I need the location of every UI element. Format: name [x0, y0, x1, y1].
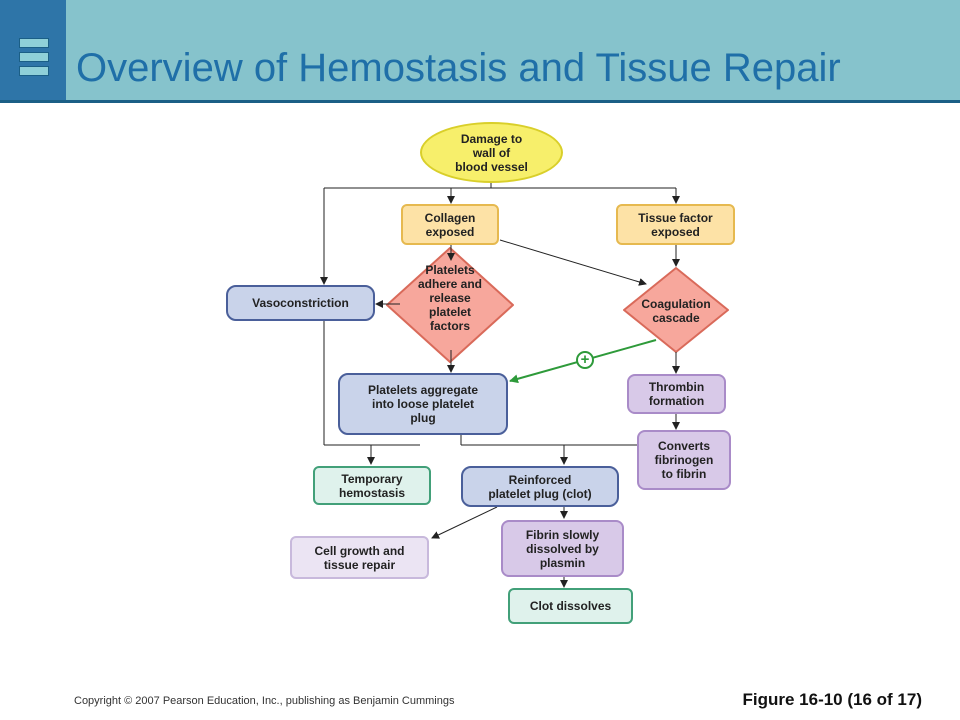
connector-collagen-to-coagulation	[499, 239, 647, 286]
collagen-node: Collagen exposed	[401, 204, 499, 245]
slide-title: Overview of Hemostasis and Tissue Repair	[76, 46, 841, 90]
tissue-factor-node: Tissue factor exposed	[616, 204, 735, 245]
reinforced-node: Reinforced platelet plug (clot)	[461, 466, 619, 507]
stack-icon	[19, 38, 49, 84]
converts-node: Converts fibrinogen to fibrin	[637, 430, 731, 490]
fibrin-dissolved-node: Fibrin slowly dissolved by plasmin	[501, 520, 624, 577]
platelets-aggregate-node: Platelets aggregate into loose platelet …	[338, 373, 508, 435]
vasoconstriction-node: Vasoconstriction	[226, 285, 375, 321]
coagulation-label: Coagulation cascade	[641, 297, 711, 325]
clot-dissolves-node: Clot dissolves	[508, 588, 633, 624]
platelets-adhere-label: Platelets adhere and release platelet fa…	[417, 263, 483, 333]
damage-node: Damage to wall of blood vessel	[420, 122, 563, 183]
header-divider	[0, 100, 960, 103]
positive-feedback-plus: +	[576, 351, 594, 369]
thrombin-node: Thrombin formation	[627, 374, 726, 414]
slide-header	[0, 0, 960, 103]
header-left-block	[0, 0, 66, 100]
platelets-adhere-diamond	[386, 247, 514, 363]
temporary-hemostasis-node: Temporary hemostasis	[313, 466, 431, 505]
header-right-block	[66, 0, 960, 100]
connector-reinforced-to-cell-growth	[431, 506, 498, 539]
copyright-text: Copyright © 2007 Pearson Education, Inc.…	[74, 695, 455, 707]
figure-label: Figure 16-10 (16 of 17)	[742, 690, 922, 709]
cell-growth-node: Cell growth and tissue repair	[290, 536, 429, 579]
